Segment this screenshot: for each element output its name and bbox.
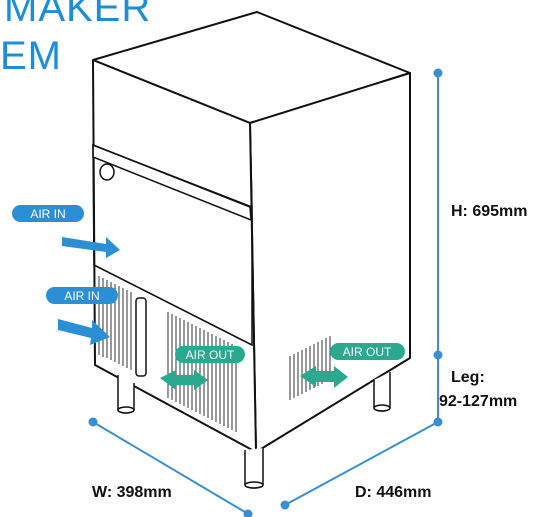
title-line-1: MAKER xyxy=(4,0,152,30)
dimension-lines xyxy=(88,68,443,517)
leg-label: Leg: xyxy=(451,369,485,386)
air-out-front-label: AIR OUT xyxy=(186,348,235,362)
air-in-arrow-top xyxy=(62,237,120,258)
front-slot xyxy=(135,297,147,377)
air-out-front-pill xyxy=(175,346,245,363)
height-label: H: 695mm xyxy=(451,203,528,220)
air-out-side-pill xyxy=(330,343,405,360)
title-line-2: EM xyxy=(0,34,62,78)
air-in-bottom-pill xyxy=(46,287,118,304)
air-in-bottom-label: AIR IN xyxy=(64,289,99,303)
air-out-side-label: AIR OUT xyxy=(343,345,392,359)
leg-range-label: 92-127mm xyxy=(439,393,518,410)
air-in-arrow-bottom xyxy=(58,319,110,345)
depth-label: D: 446mm xyxy=(355,484,432,501)
air-in-top-label: AIR IN xyxy=(30,207,65,221)
air-out-arrow-side xyxy=(300,366,348,388)
width-label: W: 398mm xyxy=(92,484,172,501)
legs xyxy=(117,372,391,489)
air-in-top-pill xyxy=(12,205,84,222)
air-out-arrow-front xyxy=(160,370,208,390)
door-handle xyxy=(99,163,115,181)
